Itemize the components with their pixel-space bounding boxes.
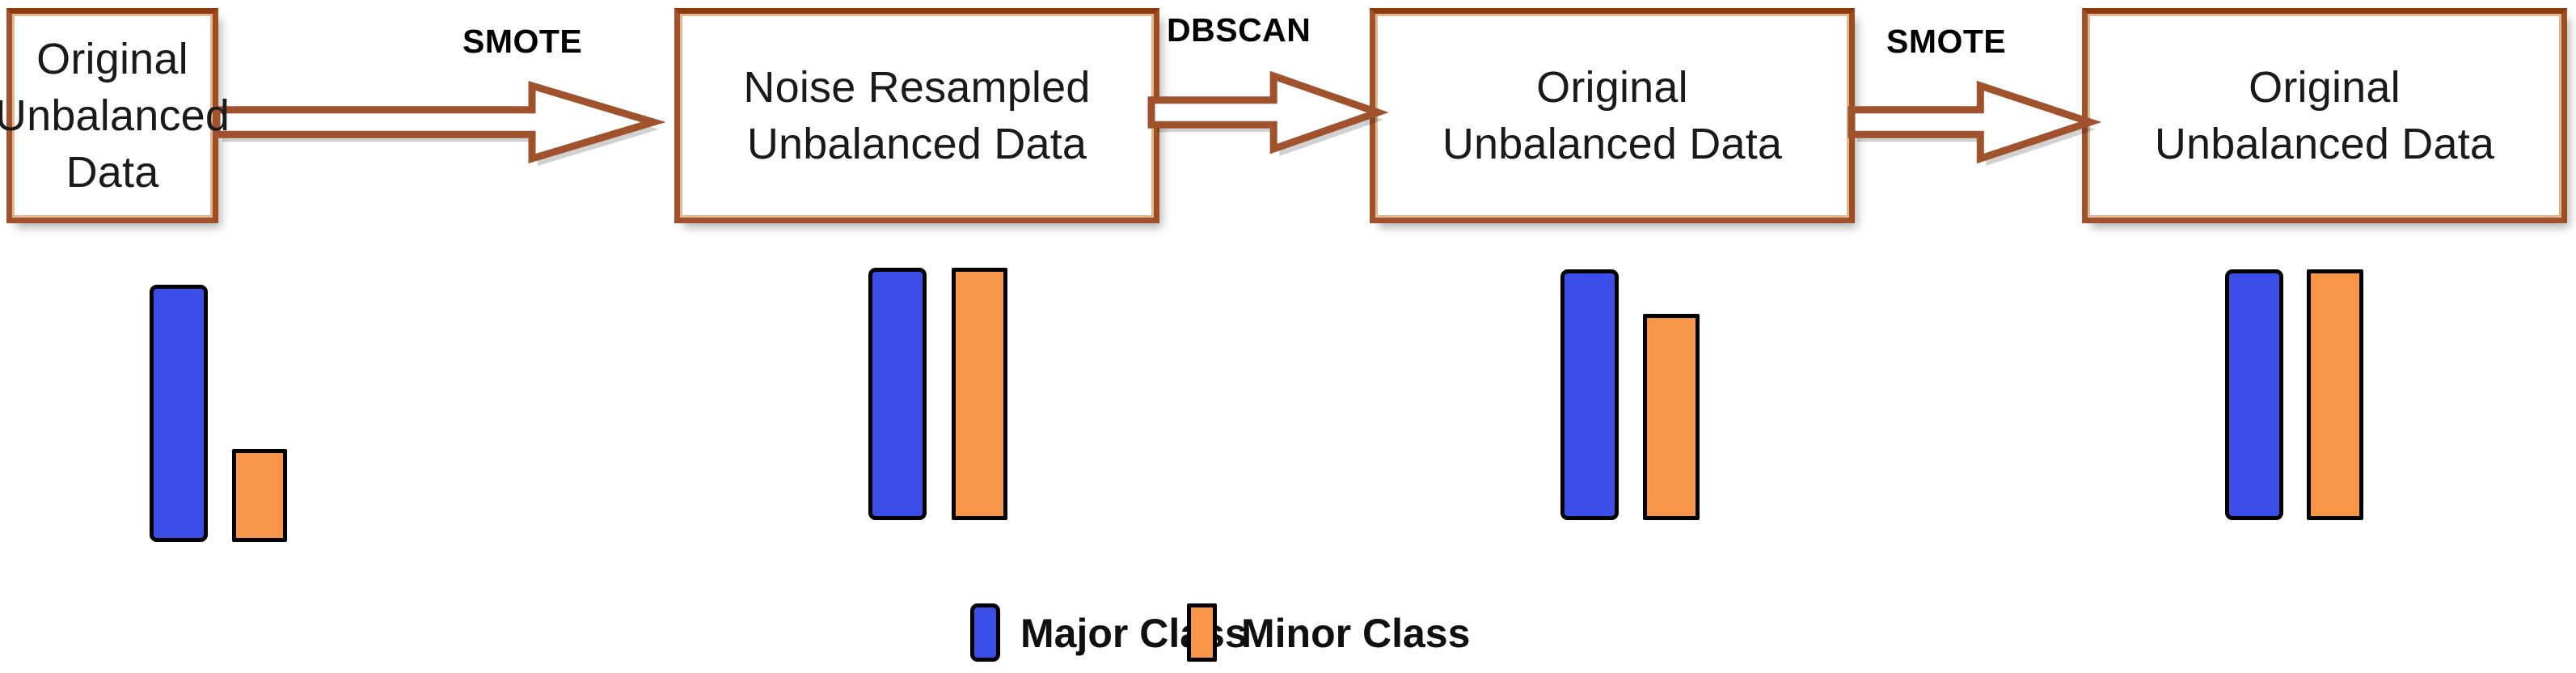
bar-minor-class-stage-3 [1643,314,1700,520]
block-arrow-icon [213,80,666,166]
bar-major-class-stage-1 [150,285,208,542]
process-box-label: Original Unbalanced Data [2154,62,2495,168]
process-box-3: Original Unbalanced Data [1370,8,1855,223]
arrow-label-3: SMOTE [1886,23,2007,60]
process-box-label: Noise Resampled Unbalanced Data [743,62,1091,168]
process-box-4: Original Unbalanced Data [2082,8,2567,223]
process-box-2: Noise Resampled Unbalanced Data [674,8,1159,223]
arrow-label-1: SMOTE [462,23,583,60]
legend-swatch-minor [1187,603,1217,662]
process-box-label: Original Unbalanced Data [1442,62,1783,168]
bar-major-class-stage-4 [2225,269,2283,520]
block-arrow-icon [1848,80,2102,166]
flow-arrow-1 [213,80,666,166]
bar-minor-class-stage-4 [2307,269,2363,520]
arrow-label-2: DBSCAN [1167,11,1311,49]
block-arrow-icon [1147,70,1389,156]
flow-arrow-3 [1848,80,2102,166]
bar-minor-class-stage-1 [232,449,287,542]
bar-major-class-stage-2 [868,268,927,520]
process-box-label: Original Unbalanced Data [0,34,230,197]
flow-arrow-2 [1147,70,1389,156]
bar-minor-class-stage-2 [952,268,1007,520]
process-box-1: Original Unbalanced Data [0,8,230,223]
legend-label-minor: Minor Class [1241,611,1471,656]
legend-swatch-major [970,603,1000,662]
bar-major-class-stage-3 [1560,269,1619,520]
